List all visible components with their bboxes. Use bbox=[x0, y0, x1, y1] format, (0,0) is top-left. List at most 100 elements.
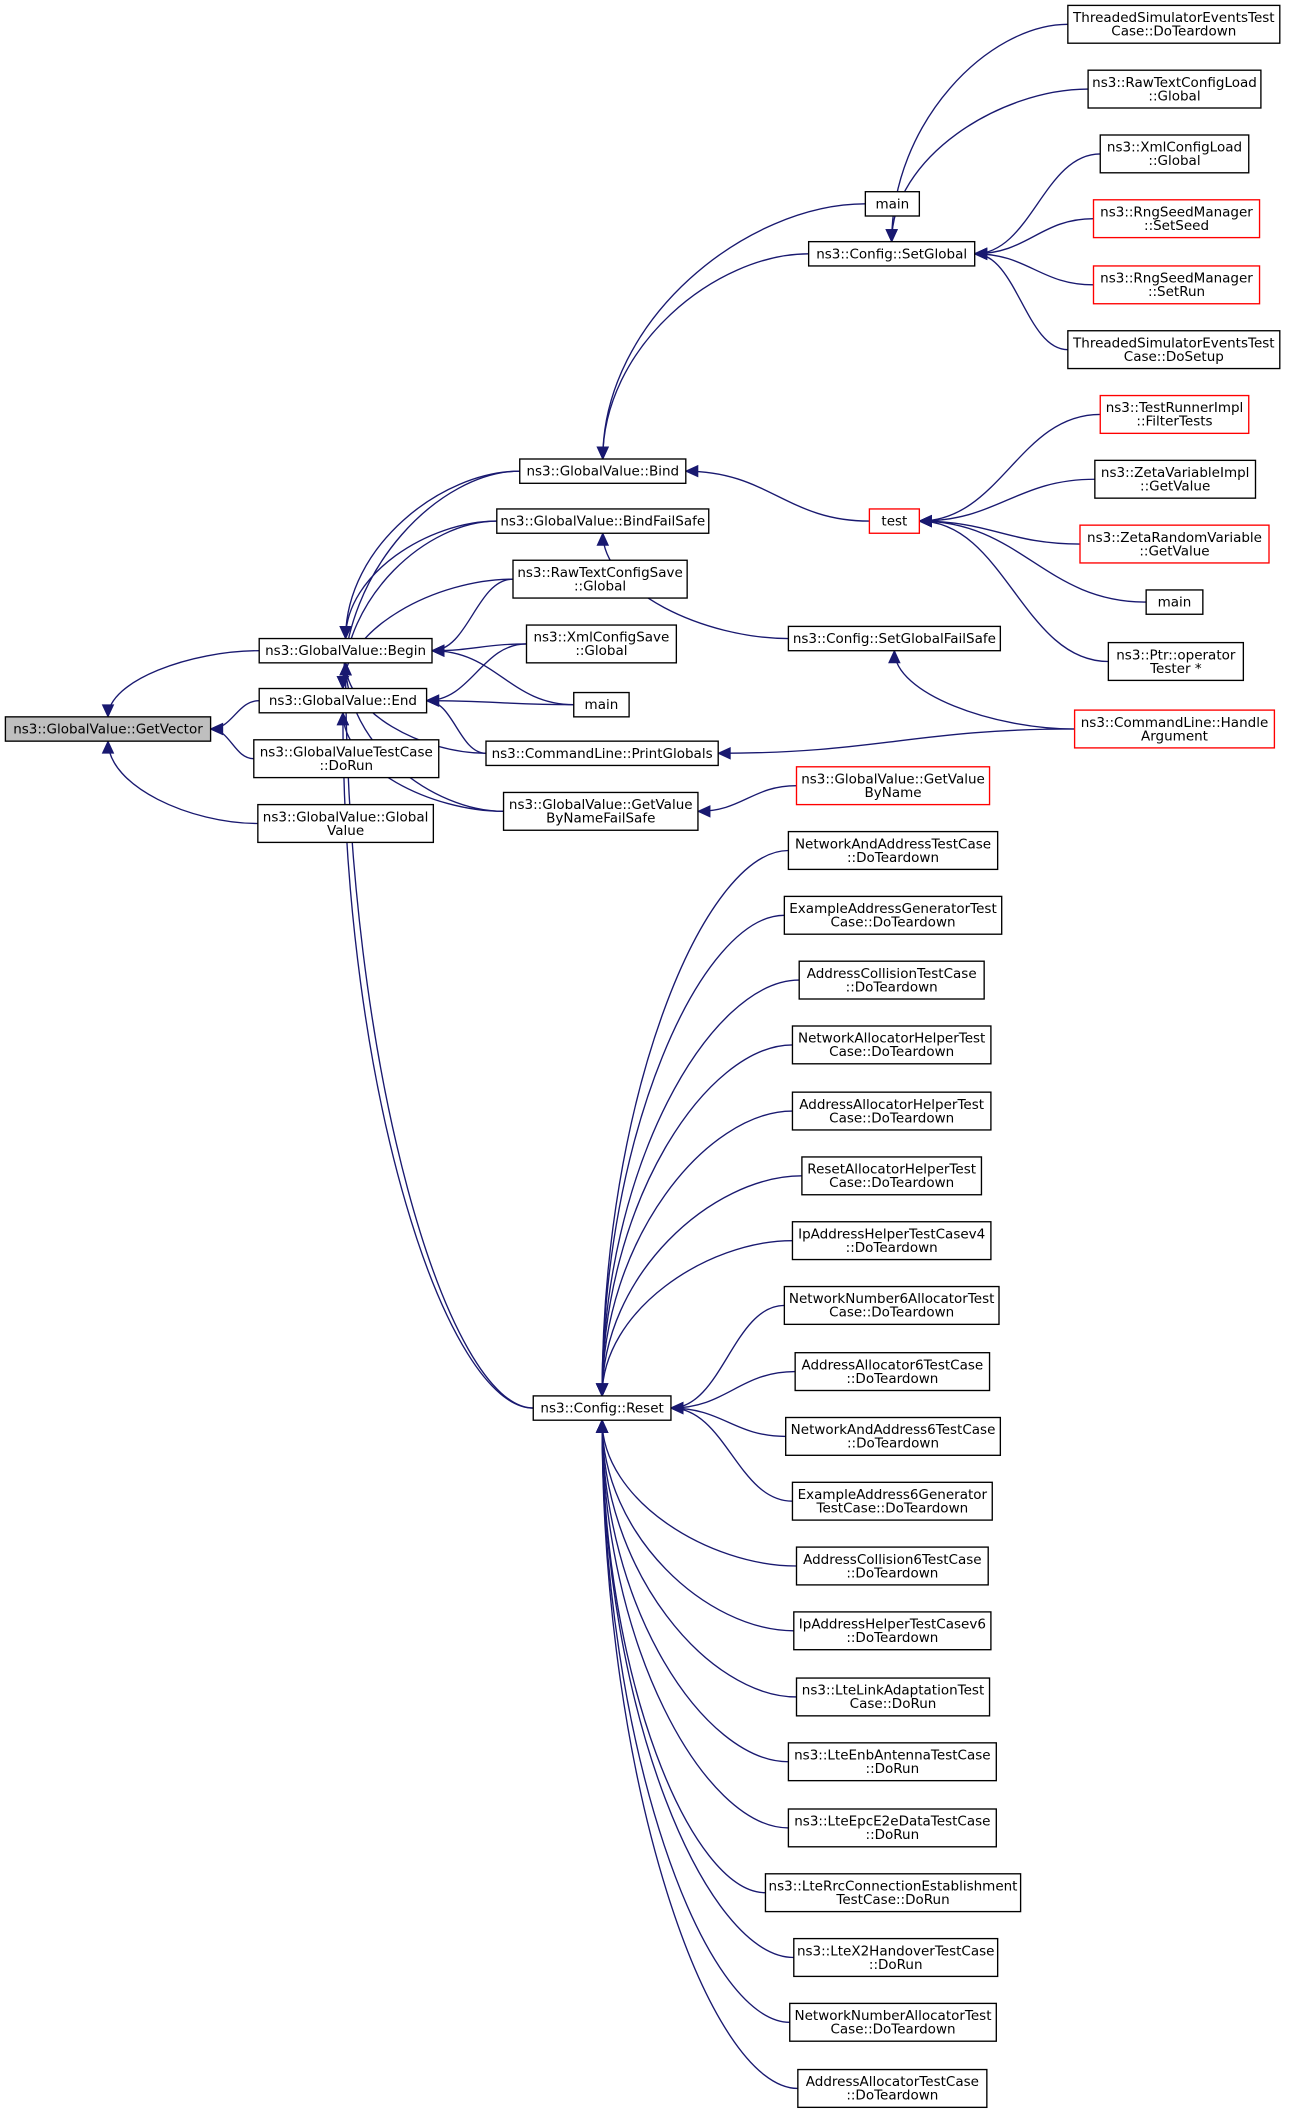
node-label: Case::DoRun bbox=[850, 1696, 937, 1712]
node-r02[interactable]: ExampleAddressGeneratorTestCase::DoTeard… bbox=[783, 895, 1003, 935]
node-label: Case::DoTeardown bbox=[1111, 24, 1236, 40]
node-label: Case::DoTeardown bbox=[829, 1305, 954, 1321]
node-box bbox=[485, 740, 719, 767]
edge-test-main_right bbox=[919, 520, 1147, 603]
node-main_top[interactable]: main bbox=[864, 191, 921, 217]
node-r12[interactable]: AddressCollision6TestCase::DoTeardown bbox=[795, 1546, 989, 1586]
arrowhead-end-rawtextsave bbox=[336, 676, 350, 690]
node-label: ::Global bbox=[1148, 153, 1200, 169]
node-test[interactable]: test bbox=[868, 508, 921, 534]
node-bind[interactable]: ns3::GlobalValue::Bind bbox=[519, 458, 687, 484]
node-box bbox=[1092, 265, 1261, 305]
node-label: Case::DoTeardown bbox=[830, 915, 955, 931]
node-main_right[interactable]: main bbox=[1145, 589, 1204, 615]
node-box bbox=[573, 691, 630, 718]
edge-begin-rawtextsave bbox=[431, 578, 514, 652]
node-getvector[interactable]: ns3::GlobalValue::GetVector bbox=[4, 716, 212, 742]
edge-getvector-gvglobal bbox=[107, 741, 258, 825]
node-label: Case::DoTeardown bbox=[829, 1175, 954, 1191]
node-rawtextsave[interactable]: ns3::RawTextConfigSave::Global bbox=[512, 559, 688, 599]
node-box bbox=[1067, 4, 1281, 44]
node-xmlsave[interactable]: ns3::XmlConfigSave::Global bbox=[525, 624, 678, 664]
node-gvglobal[interactable]: ns3::GlobalValue::GlobalValue bbox=[257, 803, 435, 844]
node-box bbox=[532, 1395, 672, 1421]
node-r19[interactable]: NetworkNumberAllocatorTestCase::DoTeardo… bbox=[789, 2002, 997, 2042]
node-r16[interactable]: ns3::LteEpcE2eDataTestCase::DoRun bbox=[787, 1808, 997, 1848]
node-end[interactable]: ns3::GlobalValue::End bbox=[258, 687, 428, 714]
edge-end-main_mid bbox=[426, 699, 574, 706]
node-r04[interactable]: NetworkAllocatorHelperTestCase::DoTeardo… bbox=[791, 1025, 992, 1065]
node-setglobalfs[interactable]: ns3::Config::SetGlobalFailSafe bbox=[787, 625, 1002, 652]
node-label: ns3::RngSeedManager bbox=[1100, 204, 1253, 220]
node-rawtextload[interactable]: ns3::RawTextConfigLoad::Global bbox=[1087, 69, 1262, 109]
node-label: AddressAllocatorHelperTest bbox=[799, 1097, 984, 1113]
node-label: ns3::GlobalValue::Global bbox=[263, 809, 429, 825]
node-reset[interactable]: ns3::Config::Reset bbox=[532, 1395, 672, 1421]
node-box bbox=[502, 791, 699, 831]
edge-reset-r06 bbox=[601, 1175, 802, 1396]
node-r01[interactable]: NetworkAndAddressTestCase::DoTeardown bbox=[787, 830, 999, 871]
node-label: ::DoTeardown bbox=[846, 2088, 938, 2104]
node-setseed[interactable]: ns3::RngSeedManager::SetSeed bbox=[1092, 199, 1261, 239]
edge-reset-r07 bbox=[601, 1239, 793, 1396]
node-label: ns3::GlobalValue::GetValue bbox=[509, 797, 693, 813]
node-filtertests[interactable]: ns3::TestRunnerImpl::FilterTests bbox=[1099, 394, 1250, 435]
node-label: ::SetRun bbox=[1148, 284, 1205, 300]
node-label: ::SetSeed bbox=[1144, 218, 1209, 234]
node-r07[interactable]: IpAddressHelperTestCasev4::DoTeardown bbox=[791, 1221, 992, 1261]
node-bindfailsafe[interactable]: ns3::GlobalValue::BindFailSafe bbox=[496, 508, 710, 534]
node-r18[interactable]: ns3::LteX2HandoverTestCase::DoRun bbox=[793, 1937, 999, 1978]
node-r11[interactable]: ExampleAddress6GeneratorTestCase::DoTear… bbox=[791, 1481, 993, 1521]
node-label: ::DoTeardown bbox=[846, 1630, 938, 1646]
node-r20[interactable]: AddressAllocatorTestCase::DoTeardown bbox=[797, 2068, 988, 2109]
node-r08[interactable]: NetworkNumber6AllocatorTestCase::DoTeard… bbox=[783, 1285, 1000, 1326]
arrowhead-setglobal-rawtextload bbox=[885, 229, 898, 243]
node-zetaimpl[interactable]: ns3::ZetaVariableImpl::GetValue bbox=[1094, 459, 1257, 499]
edge-reset-r18 bbox=[601, 1420, 794, 1959]
node-box bbox=[791, 1481, 993, 1521]
node-r10[interactable]: NetworkAndAddress6TestCase::DoTeardown bbox=[785, 1416, 1002, 1456]
node-label: ResetAllocatorHelperTest bbox=[807, 1162, 976, 1178]
node-r05[interactable]: AddressAllocatorHelperTestCase::DoTeardo… bbox=[791, 1091, 992, 1131]
node-box bbox=[787, 625, 1002, 652]
node-zetarandom[interactable]: ns3::ZetaRandomVariable::GetValue bbox=[1079, 524, 1270, 564]
node-box bbox=[496, 508, 710, 534]
node-gvtestcase[interactable]: ns3::GlobalValueTestCase::DoRun bbox=[253, 739, 440, 779]
arrowhead-end-printglobals bbox=[425, 694, 440, 707]
node-r13[interactable]: IpAddressHelperTestCasev6::DoTeardown bbox=[793, 1611, 992, 1651]
node-label: ns3::XmlConfigSave bbox=[533, 630, 669, 646]
edge-getvector-gvtestcase bbox=[210, 728, 254, 760]
node-r09[interactable]: AddressAllocator6TestCase::DoTeardown bbox=[794, 1352, 991, 1392]
edge-bind-test bbox=[685, 470, 870, 522]
edge-setglobal-setseed bbox=[974, 218, 1094, 255]
node-threadedteardown[interactable]: ThreadedSimulatorEventsTestCase::DoTeard… bbox=[1067, 4, 1281, 44]
node-label: ::GetValue bbox=[1139, 543, 1209, 559]
node-r17[interactable]: ns3::LteRrcConnectionEstablishmentTestCa… bbox=[764, 1873, 1022, 1913]
node-label: ::DoRun bbox=[869, 1957, 923, 1973]
node-printglobals[interactable]: ns3::CommandLine::PrintGlobals bbox=[485, 740, 719, 767]
arrowhead-bindfailsafe-setglobalfs bbox=[596, 532, 610, 546]
node-label: ::DoRun bbox=[866, 1761, 920, 1777]
node-main_mid[interactable]: main bbox=[573, 691, 630, 718]
node-setrun[interactable]: ns3::RngSeedManager::SetRun bbox=[1092, 265, 1261, 305]
node-xmlload[interactable]: ns3::XmlConfigLoad::Global bbox=[1099, 134, 1250, 174]
node-label: ns3::GlobalValue::GetValue bbox=[801, 771, 985, 787]
node-label: ::DoTeardown bbox=[846, 1371, 938, 1387]
edge-reset-r08 bbox=[670, 1304, 785, 1409]
arrowhead-getvector-gvtestcase bbox=[209, 722, 224, 736]
node-begin[interactable]: ns3::GlobalValue::Begin bbox=[258, 637, 433, 664]
node-box bbox=[512, 559, 688, 599]
node-box bbox=[789, 2002, 997, 2042]
node-setglobal[interactable]: ns3::Config::SetGlobal bbox=[807, 240, 976, 267]
node-r15[interactable]: ns3::LteEnbAntennaTestCase::DoRun bbox=[787, 1742, 997, 1782]
node-label: ::Global bbox=[575, 643, 627, 659]
node-r03[interactable]: AddressCollisionTestCase::DoTeardown bbox=[798, 960, 985, 1000]
